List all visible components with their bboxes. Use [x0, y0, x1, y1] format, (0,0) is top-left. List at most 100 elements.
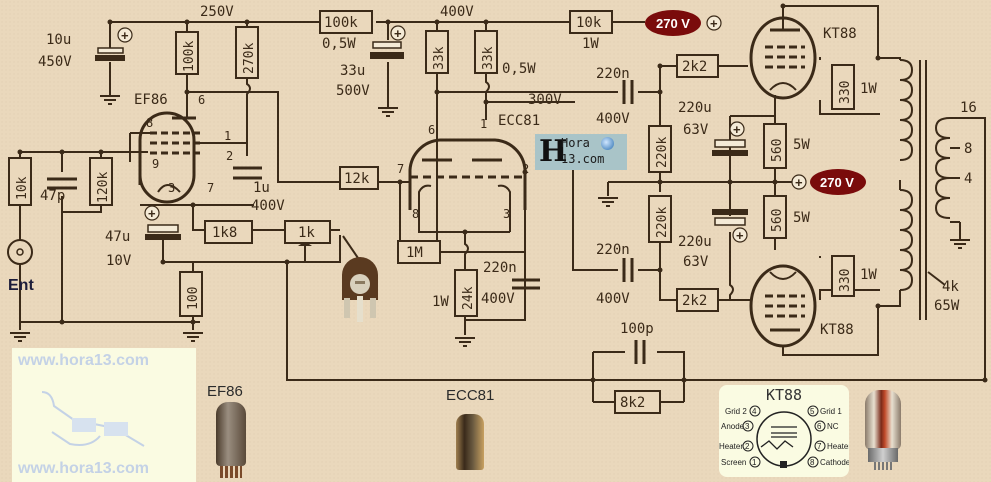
svg-text:7: 7	[397, 162, 404, 176]
svg-text:33k: 33k	[432, 46, 447, 70]
tube-kt88-bottom[interactable]	[749, 264, 817, 348]
svg-text:+: +	[121, 28, 129, 43]
capacitor-47u[interactable]	[145, 224, 181, 240]
ecc81-photo-label: ECC81	[446, 387, 495, 404]
resistor-120k[interactable]: 120k	[89, 157, 113, 206]
ef86-photo-label: EF86	[207, 383, 243, 400]
svg-text:330: 330	[838, 269, 853, 292]
svg-text:3: 3	[503, 207, 510, 221]
resistor-220k-top[interactable]: 220k	[648, 125, 672, 173]
capacitor-10u[interactable]	[95, 47, 125, 61]
svg-text:Screen: Screen	[721, 458, 746, 467]
resistor-100k-ef86[interactable]: 100k	[175, 31, 199, 75]
svg-text:560: 560	[770, 139, 785, 162]
resistor-560-top[interactable]: 560	[763, 123, 787, 169]
svg-text:2: 2	[522, 162, 529, 176]
svg-text:400V: 400V	[596, 111, 630, 127]
svg-text:EF86: EF86	[134, 92, 168, 108]
svg-text:ECC81: ECC81	[498, 113, 540, 129]
svg-text:8: 8	[146, 116, 153, 130]
resistor-1m[interactable]: 1M	[397, 240, 441, 264]
svg-text:63V: 63V	[683, 254, 709, 270]
svg-text:Heater: Heater	[719, 442, 743, 451]
capacitor-220n-bottom[interactable]	[622, 258, 634, 282]
resistor-2k2-top[interactable]: 2k2	[676, 54, 719, 78]
resistor-10k-input[interactable]: 10k	[8, 157, 32, 206]
svg-text:NC: NC	[827, 422, 839, 431]
ground-icon	[598, 197, 618, 207]
kt88-pinout-card: KT88 4 3 2 1 5 6 7 8 Grid 2 Anode Heater…	[719, 385, 849, 477]
capacitors	[47, 41, 748, 364]
potentiometer-1k[interactable]: 1k	[284, 220, 331, 246]
resistor-100k-supply[interactable]: 100k	[319, 10, 373, 34]
svg-text:1W: 1W	[582, 36, 599, 52]
svg-text:400V: 400V	[596, 291, 630, 307]
plus-icon: +	[706, 15, 722, 31]
ground-icon	[100, 82, 120, 105]
svg-text:4: 4	[964, 171, 972, 187]
svg-text:+: +	[795, 175, 803, 190]
plus-icon: +	[144, 205, 160, 221]
capacitor-220n-top[interactable]	[622, 80, 634, 104]
svg-text:8: 8	[810, 458, 815, 467]
svg-text:10k: 10k	[15, 176, 30, 200]
supply-badge-top: 270 V	[645, 10, 701, 36]
resistor-330-top[interactable]: 330	[831, 64, 855, 110]
svg-text:1W: 1W	[432, 294, 449, 310]
svg-text:+: +	[736, 228, 744, 243]
input-label: Ent	[8, 277, 34, 294]
watermark-panel: www.hora13.com www.hora13.com	[12, 348, 196, 482]
kt88-tube-base	[868, 448, 898, 462]
svg-text:330: 330	[838, 81, 853, 104]
resistor-560-bottom[interactable]: 560	[763, 195, 787, 239]
capacitor-220n-ecc[interactable]	[512, 278, 540, 290]
capacitor-47p[interactable]	[47, 177, 77, 190]
plus-icon: +	[729, 121, 745, 137]
resistor-24k[interactable]: 24k	[454, 269, 478, 317]
tube-ef86[interactable]	[129, 92, 247, 204]
svg-text:100: 100	[186, 287, 201, 310]
resistor-2k2-bottom[interactable]: 2k2	[676, 288, 719, 312]
resistor-1k8[interactable]: 1k8	[204, 220, 253, 244]
resistor-100[interactable]: 100	[179, 271, 203, 317]
svg-text:560: 560	[770, 209, 785, 232]
capacitor-1u[interactable]	[233, 166, 262, 180]
svg-text:+: +	[148, 206, 156, 221]
capacitor-33u[interactable]	[370, 41, 404, 59]
svg-text:2k2: 2k2	[682, 59, 707, 75]
watermark-text-top: www.hora13.com	[18, 352, 149, 369]
resistor-33k-a[interactable]: 33k	[425, 30, 449, 74]
svg-text:5: 5	[810, 407, 815, 416]
resistor-10k-supply[interactable]: 10k	[569, 10, 613, 34]
kt88-pin-circles	[742, 405, 826, 468]
svg-text:Grid 2: Grid 2	[725, 407, 747, 416]
capacitor-100p[interactable]	[634, 340, 646, 364]
tube-ecc81[interactable]	[408, 138, 527, 210]
svg-text:47u: 47u	[105, 229, 130, 245]
resistor-12k[interactable]: 12k	[339, 166, 379, 190]
tube-kt88-top[interactable]	[749, 6, 817, 100]
svg-text:0,5W: 0,5W	[502, 61, 536, 77]
svg-text:12k: 12k	[344, 171, 370, 187]
capacitor-220u-bottom[interactable]	[712, 209, 748, 226]
resistor-330-bottom[interactable]: 330	[831, 255, 855, 297]
supply-badge-middle: 270 V	[810, 169, 866, 195]
kt88-tube-pins	[874, 462, 892, 470]
resistor-270k[interactable]: 270k	[235, 26, 259, 79]
resistor-33k-b[interactable]: 33k	[474, 30, 498, 74]
resistor-220k-bottom[interactable]: 220k	[648, 195, 672, 243]
capacitor-220u-top[interactable]	[712, 139, 748, 156]
kt88-base-diagram: 4 3 2 1 5 6 7 8 Grid 2 Anode Heater Scre…	[719, 405, 849, 468]
ground-icon	[183, 332, 203, 342]
trimmer-potentiometer-image	[342, 235, 378, 322]
svg-text:1W: 1W	[860, 267, 877, 283]
svg-text:+: +	[733, 122, 741, 137]
svg-text:220n: 220n	[596, 66, 630, 82]
output-transformer[interactable]	[885, 57, 985, 320]
hora13-logo[interactable]: H Hora 13.com	[535, 134, 627, 170]
svg-text:100k: 100k	[324, 15, 358, 31]
input-jack[interactable]	[7, 239, 33, 265]
resistor-8k2[interactable]: 8k2	[614, 390, 661, 414]
svg-text:100p: 100p	[620, 321, 654, 337]
svg-text:Anode: Anode	[721, 422, 745, 431]
